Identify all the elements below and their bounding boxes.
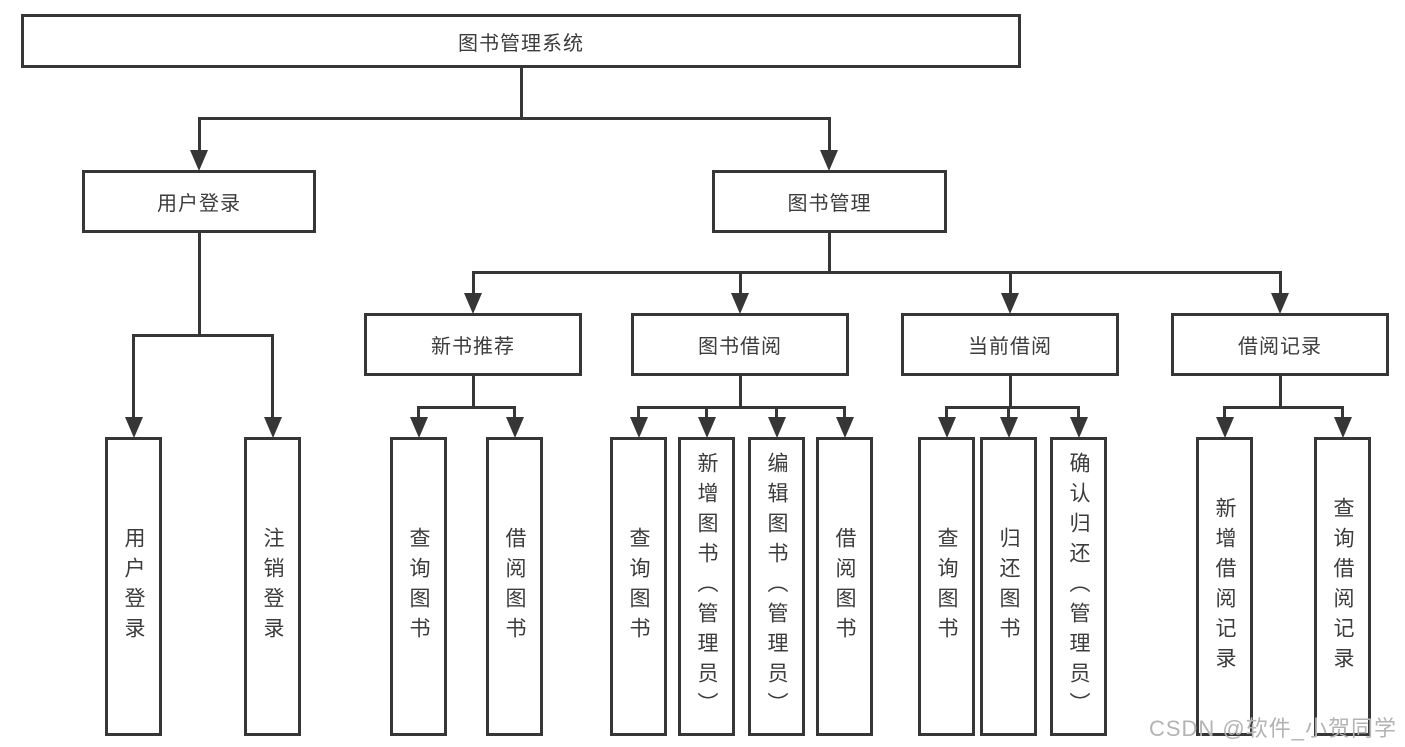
arrowhead-down-icon: [505, 417, 524, 438]
leaf-return-book: 归还图书: [980, 437, 1037, 736]
connector-stem: [775, 406, 778, 420]
node-label: 当前借阅: [968, 336, 1052, 358]
arrowhead-down-icon: [1001, 293, 1019, 314]
leaf-add-book-admin: 新增图书（管理员）: [678, 437, 735, 736]
arrowhead-down-icon: [1271, 293, 1289, 314]
leaf-label: 归还图书: [997, 526, 1020, 647]
connector-stem: [197, 233, 201, 337]
csdn-watermark: CSDN @软件_小贺同学: [1148, 716, 1397, 741]
connector-stem: [738, 271, 742, 296]
leaf-label: 编辑图书（管理员）: [765, 451, 788, 722]
leaf-query-books-current: 查询图书: [918, 437, 975, 736]
arrowhead-down-icon: [1069, 417, 1088, 438]
connector-bar: [132, 334, 274, 337]
node-label: 图书借阅: [698, 336, 782, 358]
arrowhead-down-icon: [263, 417, 282, 438]
leaf-confirm-return-admin: 确认归还（管理员）: [1050, 437, 1107, 736]
connector-stem: [637, 406, 640, 420]
node-borrowing-records: 借阅记录: [1171, 313, 1389, 376]
leaf-label: 借阅图书: [503, 526, 526, 647]
connector-bar: [417, 406, 516, 409]
arrowhead-down-icon: [190, 150, 208, 171]
leaf-label: 借阅图书: [833, 526, 856, 647]
arrowhead-down-icon: [937, 417, 956, 438]
connector-stem: [945, 406, 948, 420]
connector-stem: [705, 406, 708, 420]
node-current-borrowing: 当前借阅: [901, 313, 1119, 376]
connector-stem: [1341, 406, 1344, 420]
connector-stem: [471, 376, 475, 409]
connector-bar: [945, 406, 1080, 409]
connector-bar: [197, 117, 831, 120]
leaf-label: 新增图书（管理员）: [695, 451, 718, 722]
leaf-borrow-book: 借阅图书: [816, 437, 873, 736]
node-new-book-recommendation: 新书推荐: [364, 313, 582, 376]
connector-stem: [519, 68, 523, 119]
connector-stem: [271, 334, 274, 420]
node-label: 用户登录: [157, 193, 241, 215]
leaf-label: 查询图书: [935, 526, 958, 647]
connector-stem: [417, 406, 420, 420]
arrowhead-down-icon: [629, 417, 648, 438]
node-label: 借阅记录: [1238, 336, 1322, 358]
arrowhead-down-icon: [820, 150, 838, 171]
leaf-query-borrow-record: 查询借阅记录: [1314, 437, 1371, 736]
connector-stem: [827, 233, 831, 274]
arrowhead-down-icon: [1333, 417, 1352, 438]
connector-stem: [738, 376, 742, 409]
connector-stem: [1278, 271, 1282, 296]
arrowhead-down-icon: [731, 293, 749, 314]
connector-stem: [1008, 271, 1012, 296]
arrowhead-down-icon: [697, 417, 716, 438]
connector-stem: [471, 271, 475, 296]
connector-stem: [132, 334, 135, 420]
leaf-label: 查询借阅记录: [1331, 496, 1354, 677]
connector-stem: [1223, 406, 1226, 420]
leaf-query-books-borrow: 查询图书: [610, 437, 667, 736]
node-label: 图书管理: [787, 193, 872, 215]
leaf-add-borrow-record: 新增借阅记录: [1196, 437, 1253, 736]
connector-bar: [637, 406, 846, 409]
node-book-borrowing: 图书借阅: [631, 313, 849, 376]
leaf-label: 查询图书: [627, 526, 650, 647]
arrowhead-down-icon: [767, 417, 786, 438]
connector-stem: [1008, 376, 1012, 409]
node-label: 新书推荐: [431, 336, 515, 358]
connector-stem: [1007, 406, 1010, 420]
leaf-borrow-books-recommend: 借阅图书: [486, 437, 543, 736]
node-book-management: 图书管理: [712, 170, 947, 233]
leaf-label: 确认归还（管理员）: [1067, 451, 1090, 722]
arrowhead-down-icon: [835, 417, 854, 438]
arrowhead-down-icon: [124, 417, 143, 438]
connector-stem: [1278, 376, 1282, 409]
leaf-edit-book-admin: 编辑图书（管理员）: [748, 437, 805, 736]
arrowhead-down-icon: [409, 417, 428, 438]
leaf-logout: 注销登录: [244, 437, 301, 736]
leaf-label: 查询图书: [407, 526, 430, 647]
arrowhead-down-icon: [1215, 417, 1234, 438]
connector-stem: [513, 406, 516, 420]
connector-stem: [843, 406, 846, 420]
arrowhead-down-icon: [464, 293, 482, 314]
connector-bar: [471, 271, 1282, 274]
leaf-label: 用户登录: [122, 526, 145, 647]
node-user-login: 用户登录: [82, 170, 316, 233]
arrowhead-down-icon: [999, 417, 1018, 438]
connector-bar: [1223, 406, 1344, 409]
node-label: 图书管理系统: [458, 32, 584, 55]
connector-stem: [1077, 406, 1080, 420]
leaf-user-login: 用户登录: [105, 437, 162, 736]
leaf-query-books-recommend: 查询图书: [390, 437, 447, 736]
connector-stem: [827, 117, 831, 153]
leaf-label: 新增借阅记录: [1213, 496, 1236, 677]
leaf-label: 注销登录: [261, 526, 284, 647]
node-library-management-system: 图书管理系统: [21, 14, 1021, 68]
connector-stem: [197, 117, 201, 153]
